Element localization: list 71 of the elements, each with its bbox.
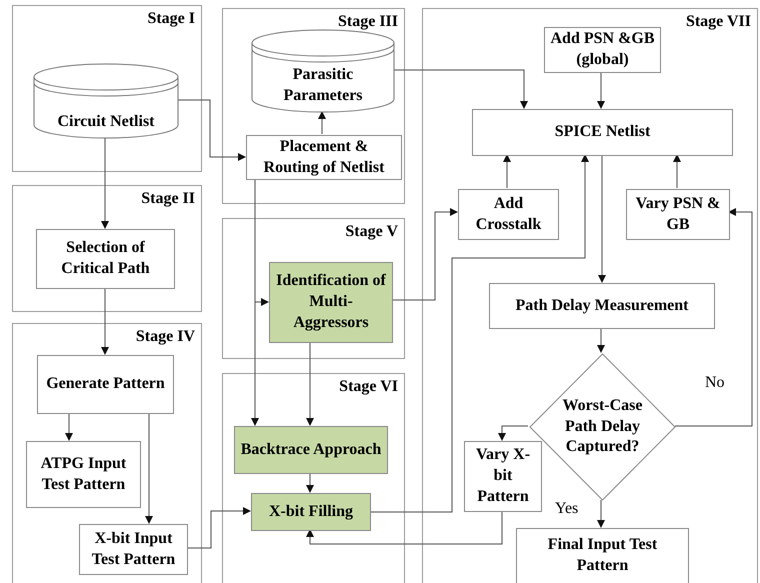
node-label: Vary X-bit Pattern xyxy=(474,445,532,507)
stage-panel xyxy=(222,8,405,204)
node-label: Vary PSN & GB xyxy=(634,194,722,234)
node-label: Placement & Routing of Netlist xyxy=(262,136,386,178)
process-box xyxy=(489,283,715,329)
arrow xyxy=(101,138,109,229)
arrow xyxy=(498,426,528,441)
arrow xyxy=(503,154,511,188)
process-box xyxy=(251,493,371,531)
node-label: ATPG Input Test Pattern xyxy=(40,454,128,494)
arrow xyxy=(394,70,528,109)
node-label: SPICE Netlist xyxy=(554,122,650,142)
node-label: Final Input Test Pattern xyxy=(546,535,658,576)
stage-heading: Stage IV xyxy=(136,327,195,347)
stage-heading: Stage VII xyxy=(686,12,751,32)
arrow xyxy=(101,288,109,355)
node-label: Add Crosstalk xyxy=(474,194,542,234)
node-label: Identification of Multi-Aggressors xyxy=(275,271,387,333)
stage-panel xyxy=(12,185,202,312)
arrow xyxy=(186,507,251,548)
node-label: X-bit Filling xyxy=(268,502,353,522)
process-box xyxy=(464,441,542,512)
process-box xyxy=(269,262,393,343)
arrow xyxy=(306,472,314,493)
stage-heading: Stage III xyxy=(338,12,398,32)
process-box xyxy=(458,189,559,240)
node-label: Circuit Netlist xyxy=(57,112,154,132)
arrow xyxy=(597,72,605,109)
arrow xyxy=(254,178,269,306)
arrow xyxy=(673,154,681,188)
stage-panel xyxy=(422,8,758,583)
decision-diamond xyxy=(529,353,676,501)
stage-panel xyxy=(12,323,202,583)
node-label: Parasitic Parameters xyxy=(282,65,364,106)
arrow xyxy=(306,342,314,426)
process-box xyxy=(37,355,174,414)
arrow xyxy=(598,154,606,283)
node-label: Add PSN &GB (global) xyxy=(549,29,656,70)
arrow xyxy=(392,208,458,300)
stage-heading: Stage VI xyxy=(339,377,398,397)
stage-heading: Stage II xyxy=(141,189,195,209)
process-box xyxy=(36,229,175,289)
node-label: Selection of Critical Path xyxy=(60,238,151,279)
process-box xyxy=(246,135,402,180)
stage-panel xyxy=(222,373,405,583)
node-label: Worst-Case Path Delay Captured? xyxy=(562,396,644,458)
arrow xyxy=(318,111,326,134)
arrow xyxy=(145,412,153,524)
stage-panel xyxy=(12,5,202,172)
arrow xyxy=(370,154,589,512)
process-box xyxy=(79,524,188,575)
stage-heading: Stage V xyxy=(345,222,398,242)
process-box xyxy=(516,528,689,583)
database-cylinder xyxy=(33,63,179,139)
arrow xyxy=(597,500,605,528)
node-label: X-bit Input Test Pattern xyxy=(90,528,176,570)
arrow xyxy=(65,412,73,441)
node-label: Path Delay Measurement xyxy=(516,296,688,316)
stage-heading: Stage I xyxy=(147,9,195,29)
arrow xyxy=(674,208,752,426)
database-cylinder xyxy=(251,29,395,113)
arrow xyxy=(306,510,502,544)
process-box xyxy=(472,109,733,156)
stage-panel xyxy=(222,218,405,359)
arrow xyxy=(178,100,246,161)
node-label: Backtrace Approach xyxy=(240,440,382,460)
node-label: Generate Pattern xyxy=(46,374,165,394)
process-box xyxy=(626,189,730,240)
process-box xyxy=(26,441,141,508)
process-box xyxy=(234,426,388,474)
arrow xyxy=(597,328,605,353)
